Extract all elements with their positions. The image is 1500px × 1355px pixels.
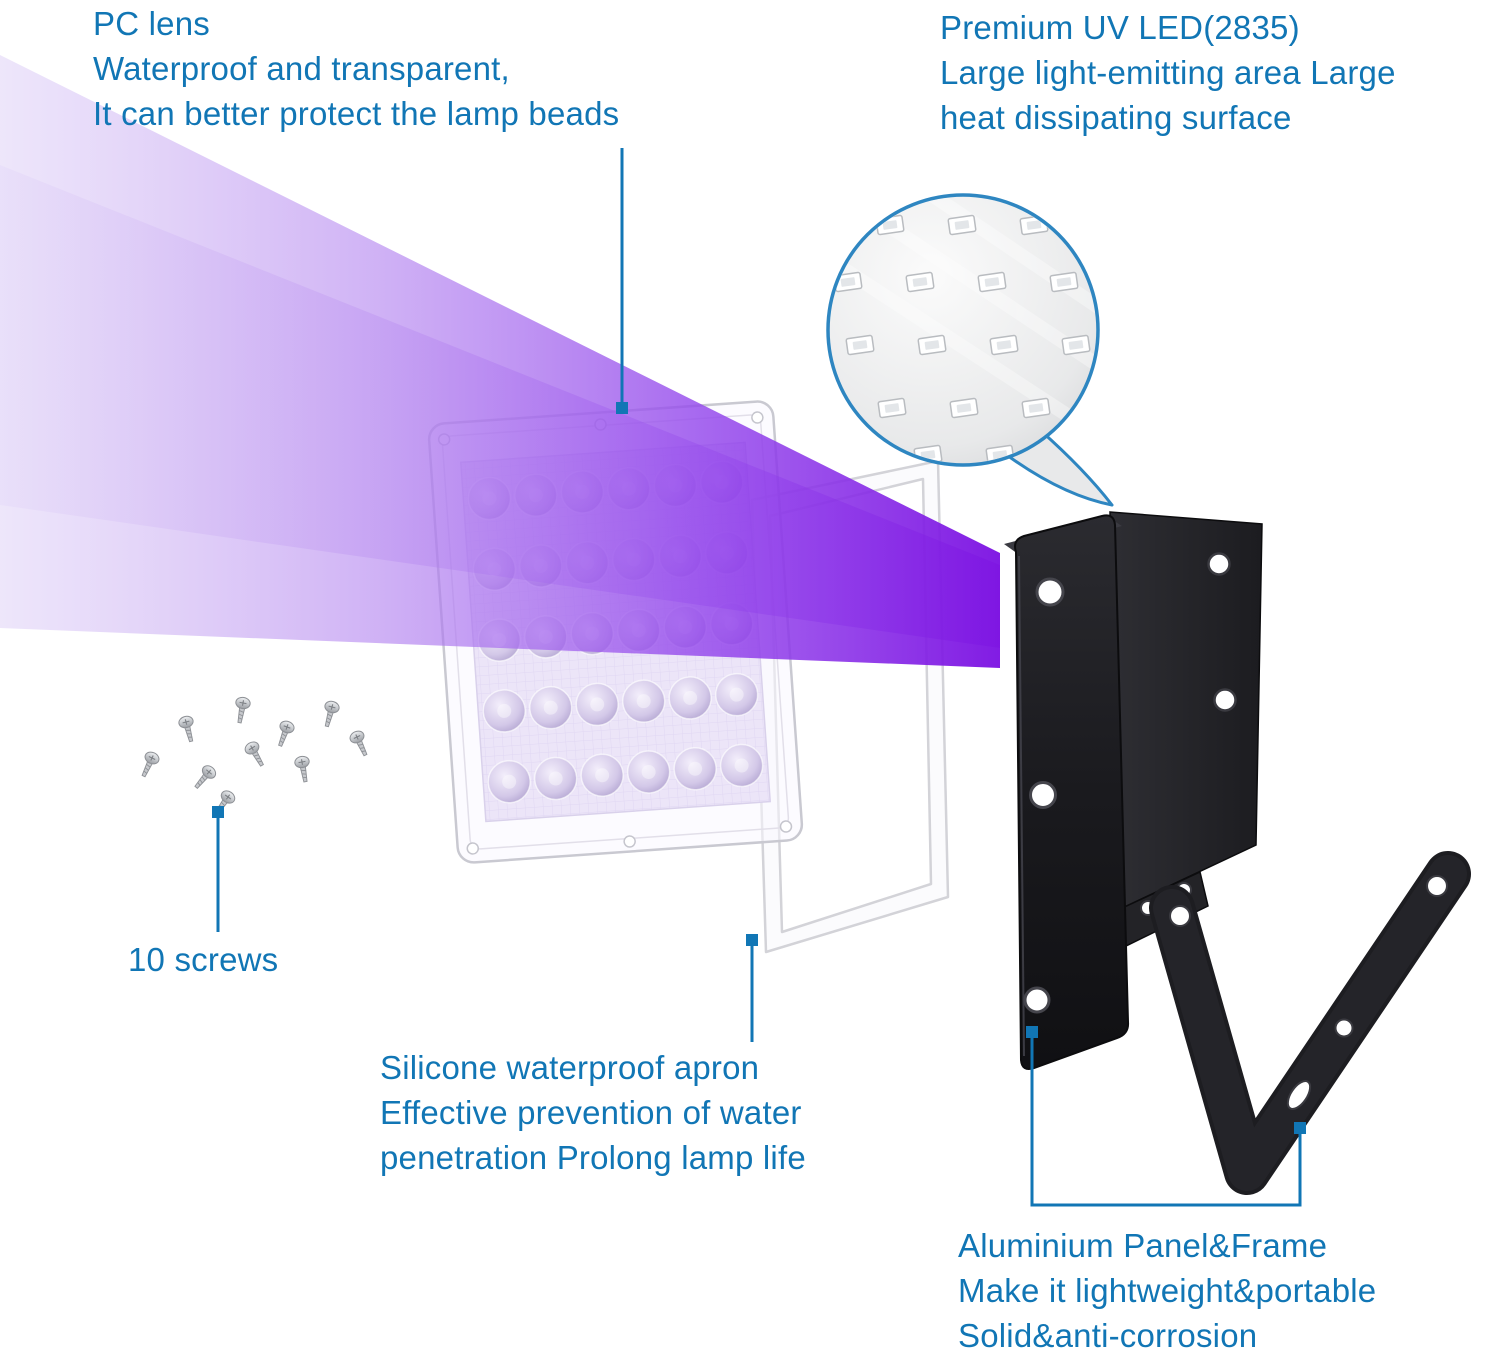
- uv-led-label-line1: Premium UV LED(2835): [940, 9, 1300, 46]
- connector-dot-housing: [1026, 1026, 1038, 1038]
- aluminium-housing: [1004, 511, 1263, 1070]
- uv-led-label: Premium UV LED(2835) Large light-emittin…: [940, 6, 1396, 141]
- apron-label-line1: Silicone waterproof apron: [380, 1049, 760, 1086]
- apron-label: Silicone waterproof apron Effective prev…: [380, 1046, 806, 1181]
- pc-lens-label-line3: It can better protect the lamp beads: [93, 94, 620, 132]
- screws-cluster: [136, 695, 373, 819]
- screws-label-line1: 10 screws: [128, 941, 279, 978]
- connector-panel-frame: [1030, 1038, 1302, 1207]
- panel-frame-label: Aluminium Panel&Frame Make it lightweigh…: [958, 1224, 1376, 1355]
- annotation-connectors: [212, 148, 1306, 1207]
- mounting-bracket: [1149, 851, 1471, 1195]
- callout-circle: [826, 193, 1100, 467]
- uv-led-label-line3: heat dissipating surface: [940, 98, 1292, 136]
- pc-lens-label-line2: Waterproof and transparent,: [93, 49, 510, 87]
- apron-label-line2: Effective prevention of water: [380, 1093, 802, 1131]
- connector-dot-bracket: [1294, 1122, 1306, 1134]
- connector-dot-pc-lens: [616, 402, 628, 414]
- uv-light-beam: [0, 55, 1000, 668]
- led-closeup-callout: [826, 193, 1114, 507]
- uv-led-label-line2: Large light-emitting area Large: [940, 53, 1396, 91]
- pc-lens-label: PC lens Waterproof and transparent, It c…: [93, 2, 619, 137]
- connector-dot-apron: [746, 934, 758, 946]
- panel-frame-label-line3: Solid&anti-corrosion: [958, 1316, 1258, 1354]
- apron-label-line3: penetration Prolong lamp life: [380, 1138, 806, 1176]
- screws-label: 10 screws: [128, 938, 278, 983]
- connector-dot-screws: [212, 806, 224, 818]
- panel-frame-label-line1: Aluminium Panel&Frame: [958, 1227, 1328, 1264]
- panel-frame-label-line2: Make it lightweight&portable: [958, 1271, 1377, 1309]
- pc-lens-label-line1: PC lens: [93, 5, 210, 42]
